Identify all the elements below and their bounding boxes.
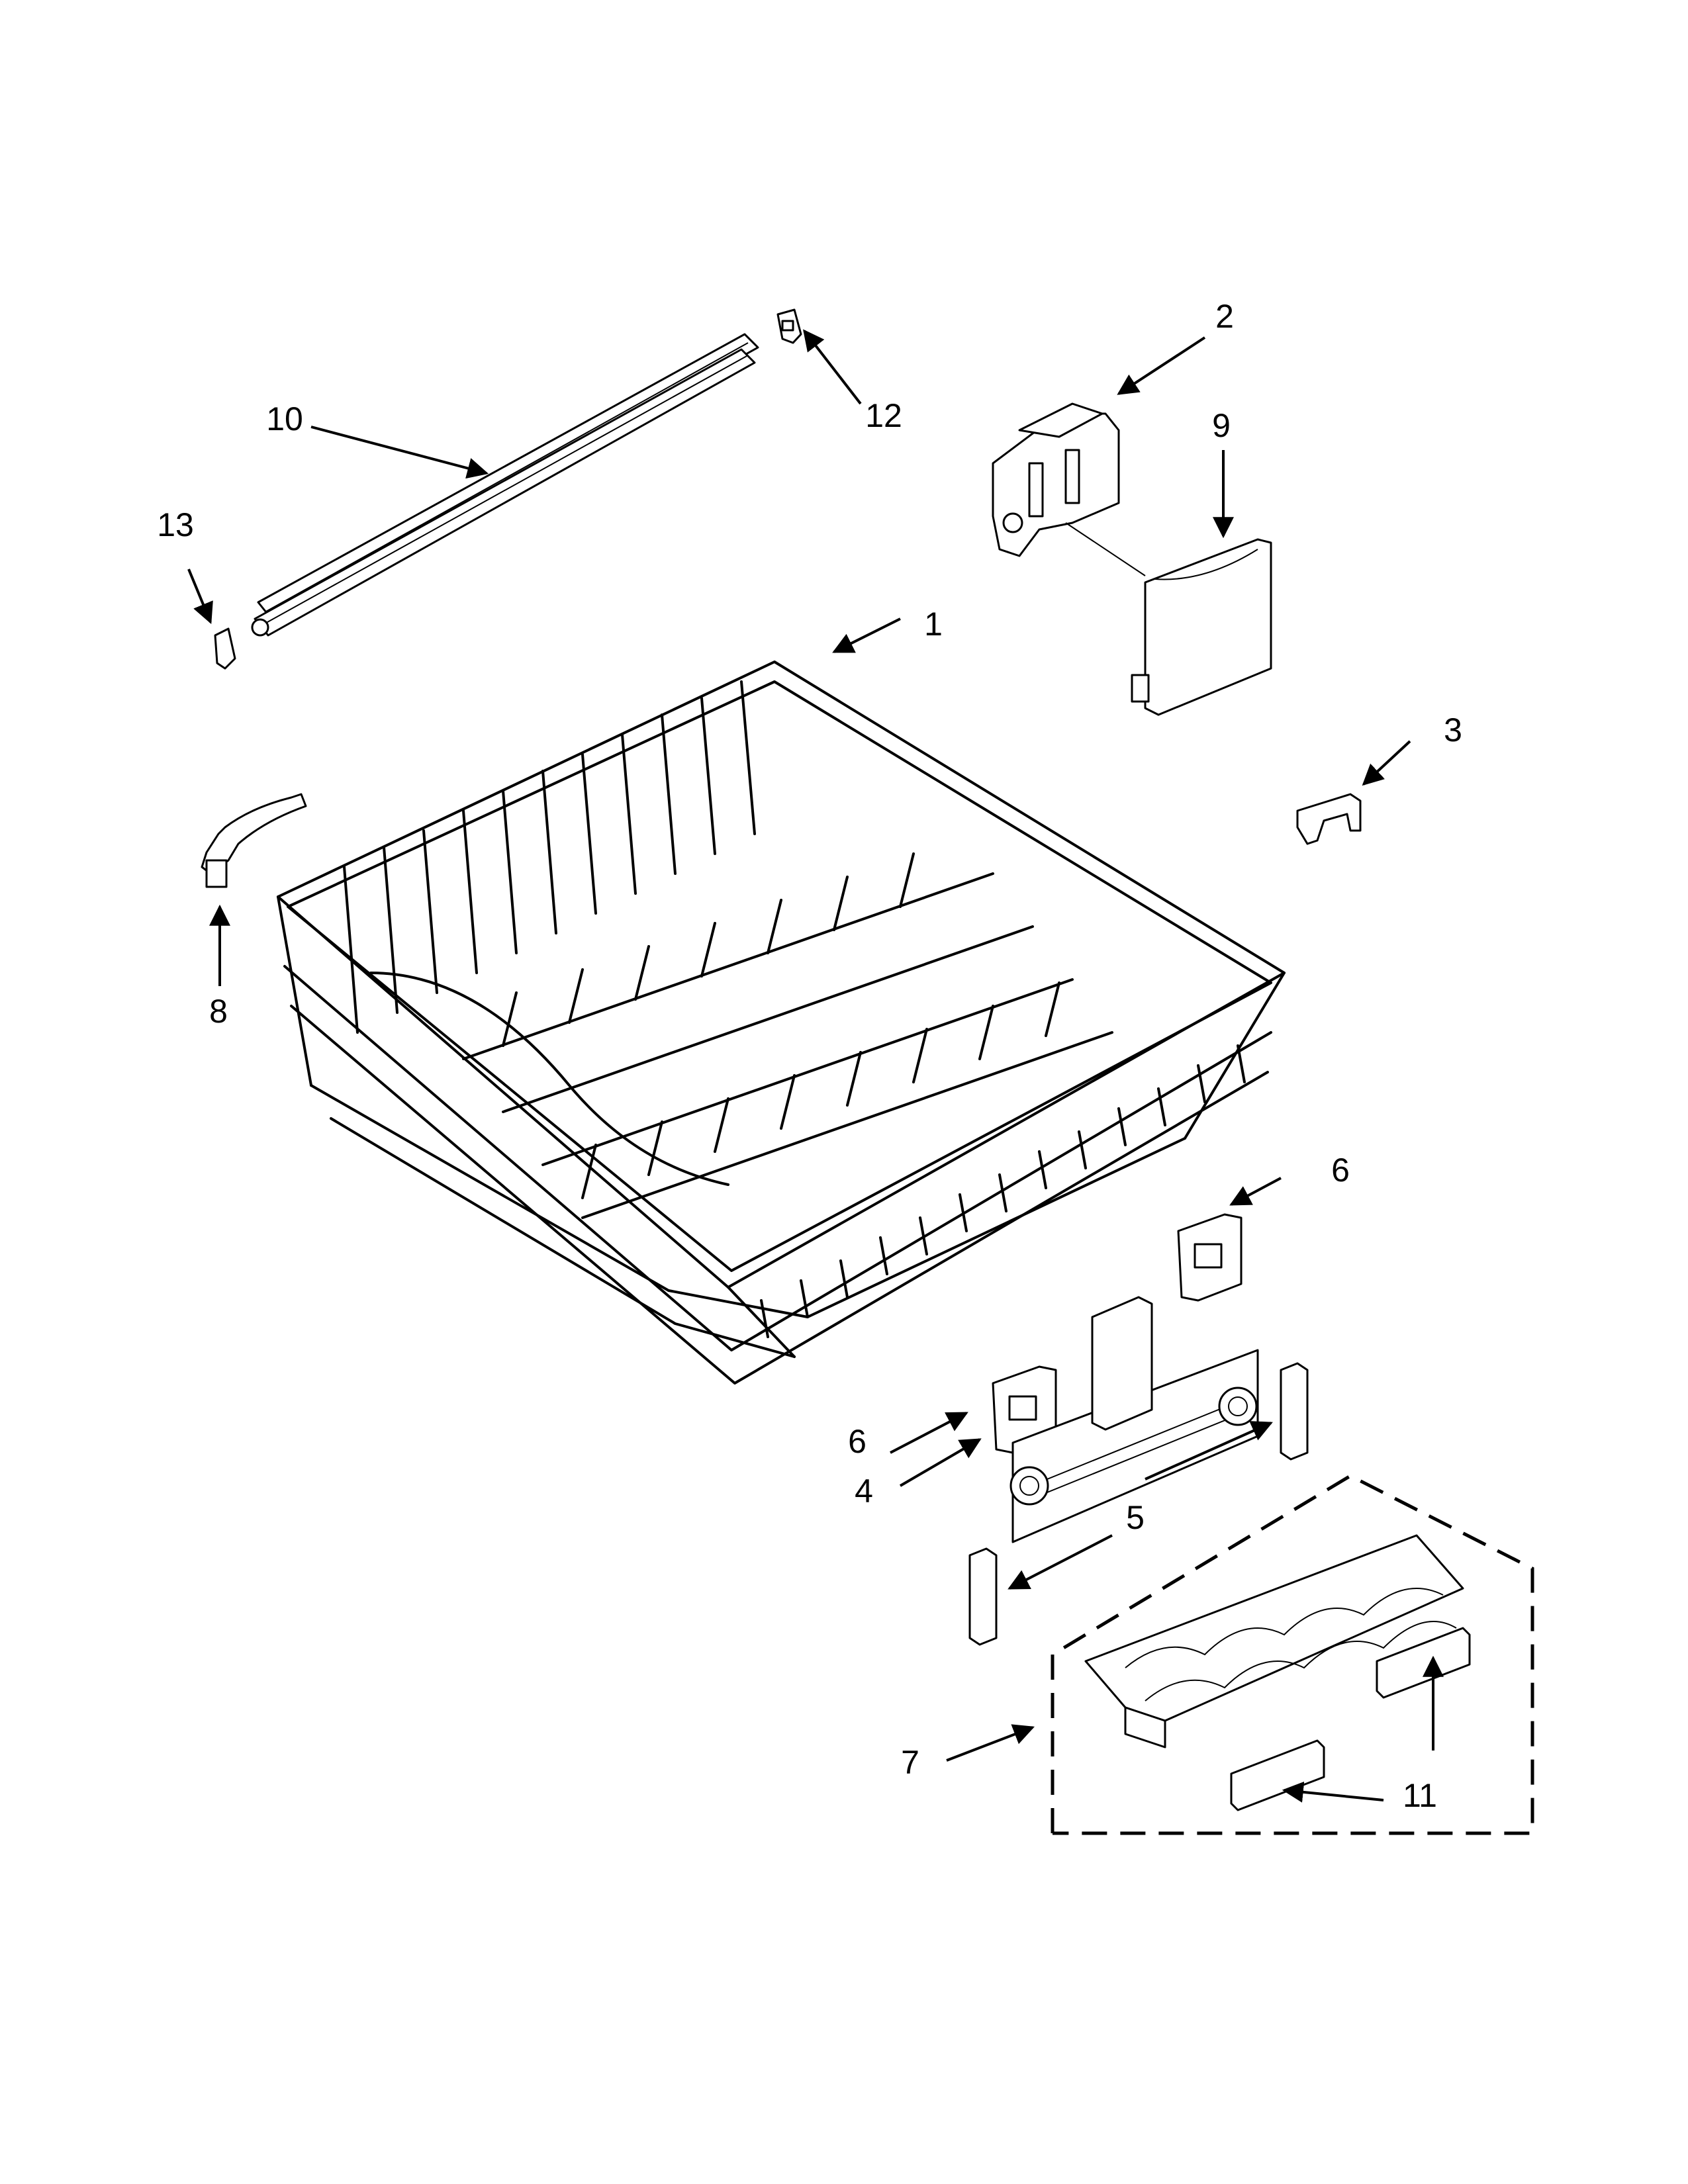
rack-adjuster-housing-part	[992, 402, 1120, 557]
rack-rail-part	[251, 333, 759, 637]
callout-13: 13	[157, 506, 194, 543]
callout-9: 9	[1212, 407, 1231, 444]
rail-stop-part	[214, 627, 236, 670]
callout-2: 2	[1215, 298, 1234, 335]
shelf-clip-right-part	[1376, 1627, 1471, 1699]
adjuster-cover-part	[1065, 522, 1272, 716]
callout-11: 11	[1403, 1777, 1437, 1814]
rail-end-cap-part	[776, 308, 802, 344]
callout-4: 4	[855, 1473, 873, 1510]
callout-7: 7	[901, 1744, 919, 1781]
adjuster-track-part	[1009, 1296, 1259, 1543]
callout-12: 12	[865, 397, 902, 434]
upper-dishrack-part	[277, 660, 1286, 1385]
callout-5: 5	[1126, 1499, 1145, 1536]
callout-6-lower: 6	[848, 1423, 867, 1460]
shelf-clip-left-part	[1230, 1739, 1325, 1811]
adjuster-clip-upper-part	[1177, 1213, 1243, 1302]
callout-10: 10	[266, 400, 303, 437]
clip-part	[1296, 793, 1362, 845]
callout-8: 8	[209, 993, 228, 1030]
rack-guide-lower-part	[968, 1547, 998, 1646]
callout-1: 1	[924, 606, 943, 643]
adjuster-arm-part	[201, 793, 307, 888]
callout-6-upper: 6	[1331, 1152, 1350, 1189]
leader-lines	[187, 329, 1444, 1803]
cup-shelf-kit-part	[1051, 1474, 1534, 1835]
rack-guide-upper-part	[1280, 1362, 1309, 1461]
callout-3: 3	[1444, 711, 1462, 749]
